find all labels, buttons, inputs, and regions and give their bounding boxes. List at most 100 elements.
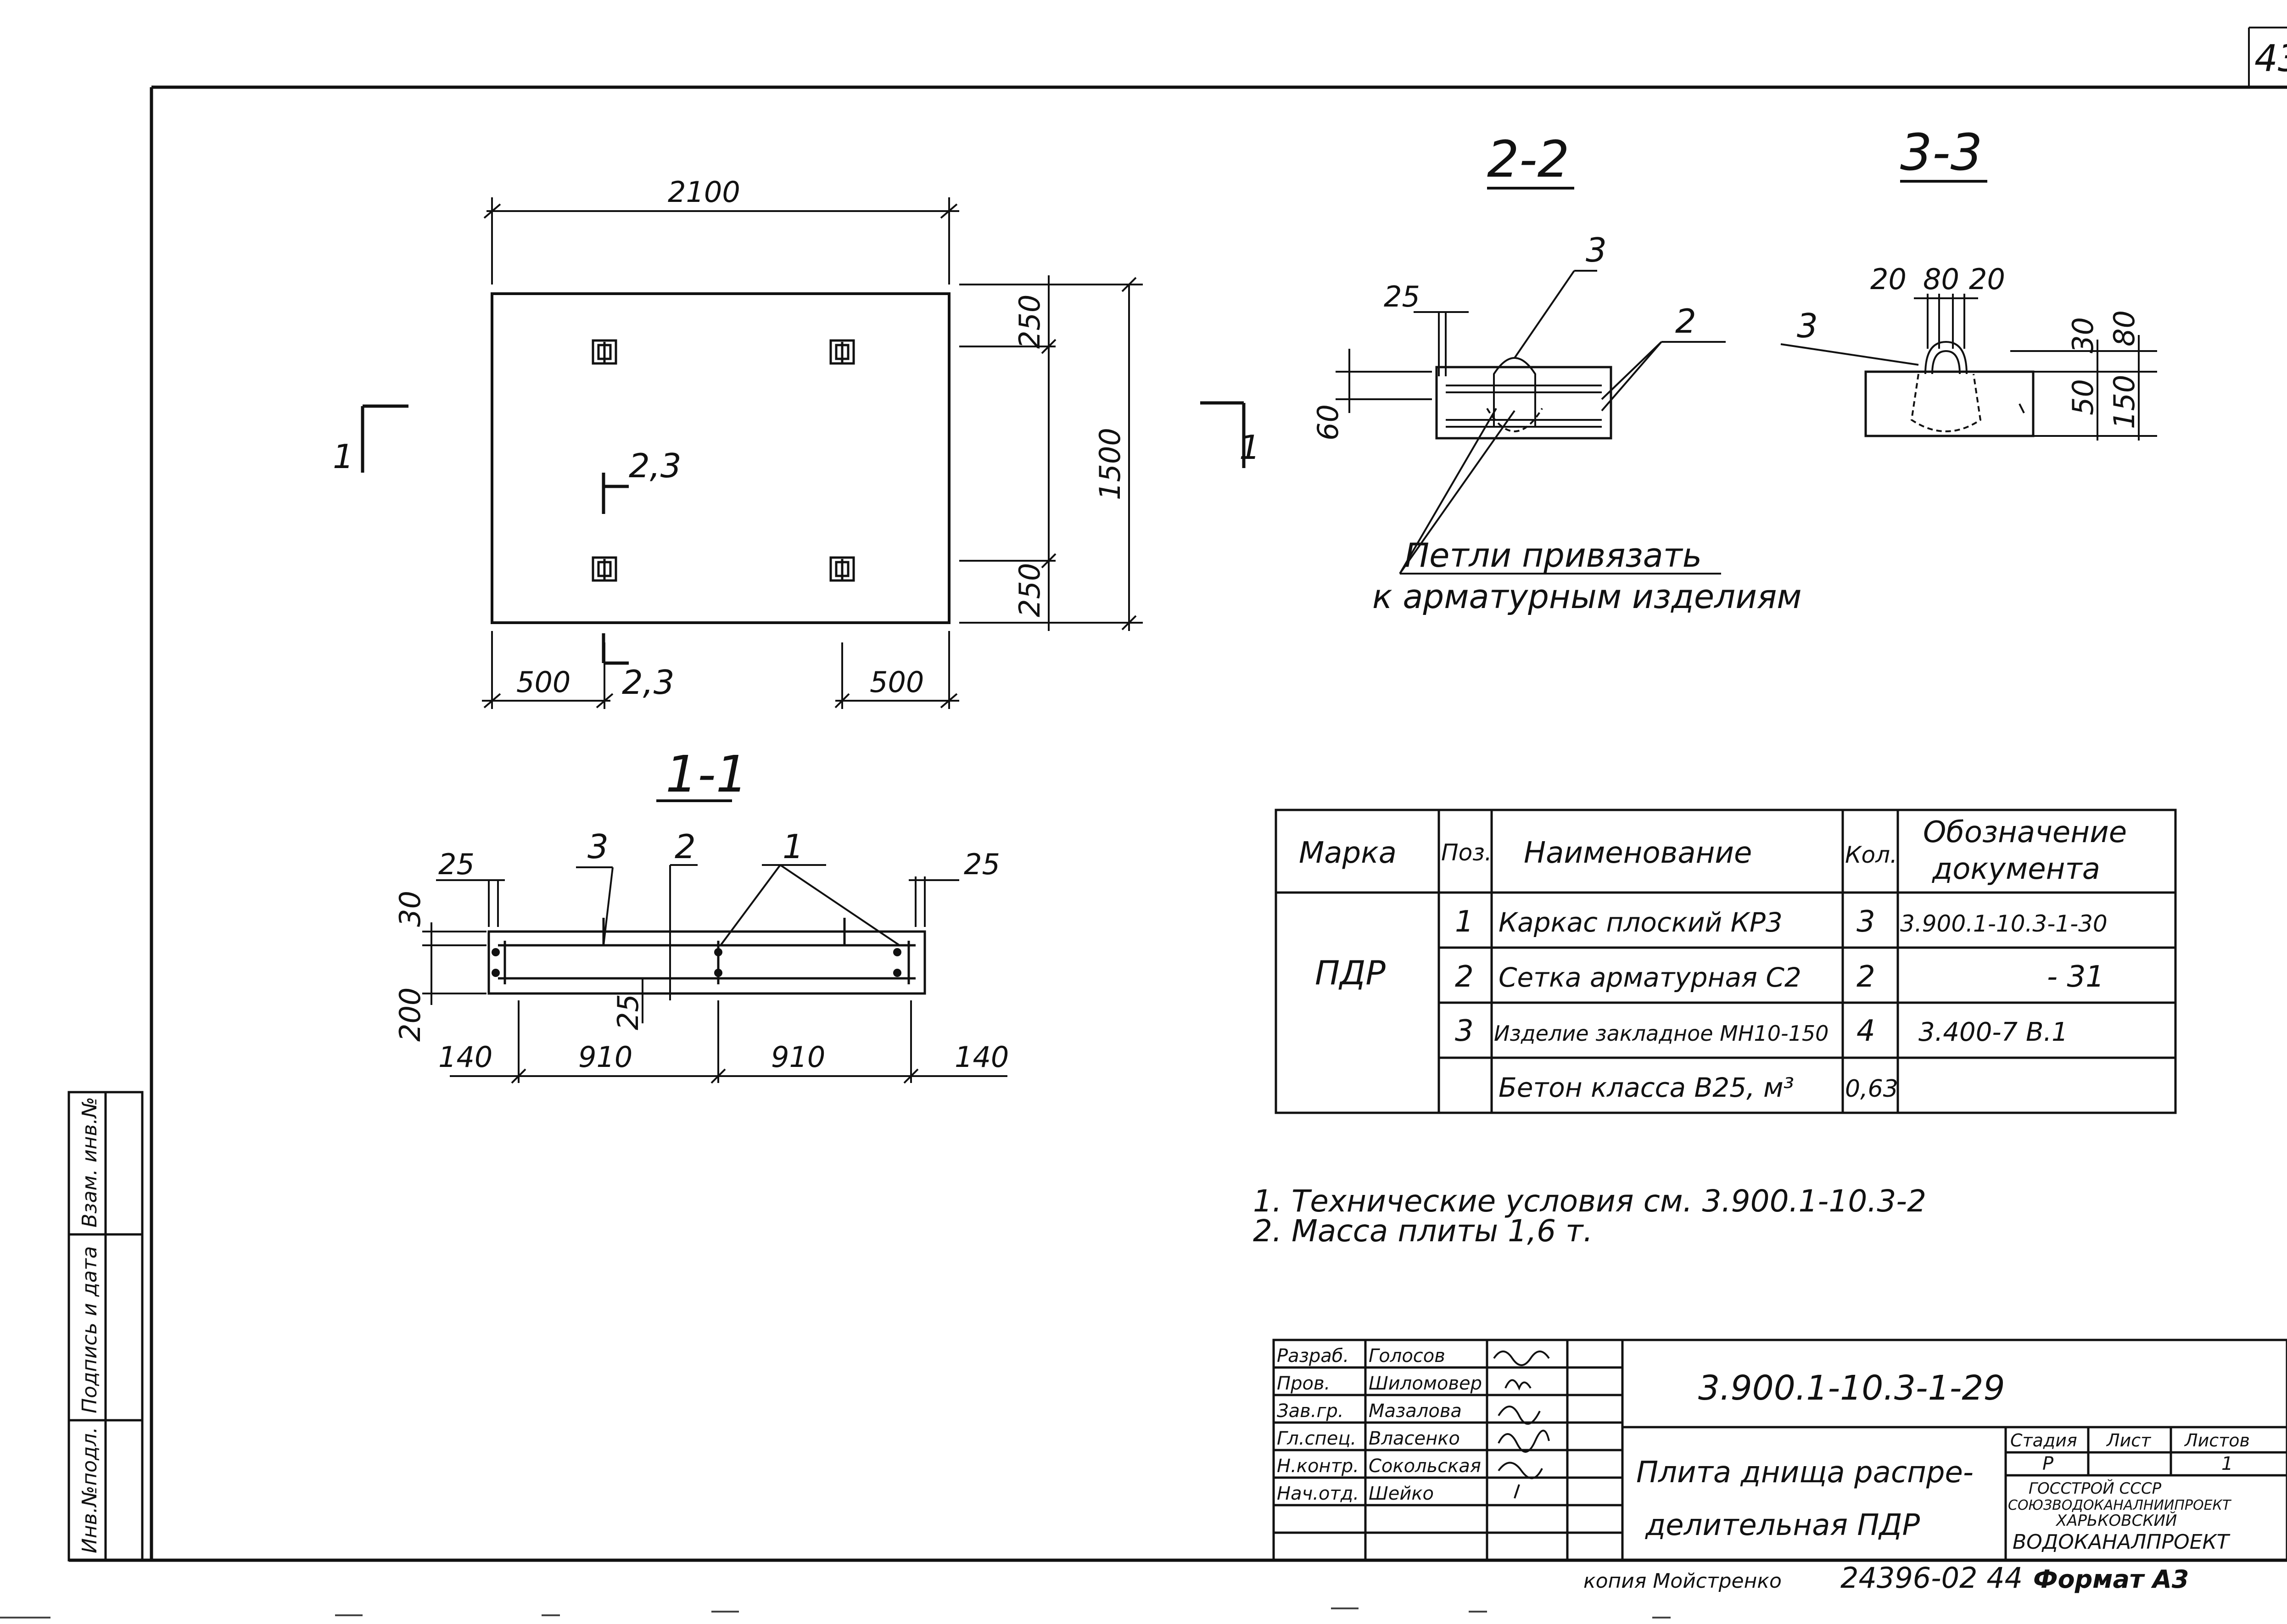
row1-qty: 3 <box>1856 905 1875 939</box>
scan-edge-marks <box>0 1607 1671 1618</box>
footer-copy: копия Мойстренко <box>1583 1569 1782 1593</box>
s22-dim-60: 60 <box>1311 404 1345 441</box>
title-block <box>1272 1339 2287 1562</box>
s33-dim-20b: 20 <box>1969 262 2005 296</box>
s11-dim-25-right: 25 <box>964 848 1000 881</box>
tb-stage-label: Стадия <box>2010 1430 2077 1451</box>
footer-copy-number: 24396-02 44 <box>1840 1561 2023 1595</box>
section-33-title: 3-3 <box>1900 123 1983 182</box>
th-doc-2: документа <box>1932 852 2100 886</box>
th-qty: Кол. <box>1845 842 1897 868</box>
row3-doc: 3.400-7 В.1 <box>1918 1017 2068 1047</box>
tb-stage-value: Р <box>2042 1453 2054 1474</box>
tb-org-1: ГОССТРОЙ СССР <box>2029 1479 2162 1498</box>
section-22-title: 2-2 <box>1487 130 1570 189</box>
dim-height: 1500 <box>1093 428 1127 500</box>
section-2-2: 2-2 25 60 3 2 Петли привязать к арматурн… <box>1311 130 1802 616</box>
tb-name-2: Шиломовер <box>1369 1373 1482 1394</box>
s22-note-line1: Петли привязать <box>1404 536 1702 575</box>
tb-role-3: Зав.гр. <box>1277 1401 1344 1422</box>
s33-dim-150: 150 <box>2108 375 2141 429</box>
s11-dim-200: 200 <box>393 988 427 1042</box>
cut-mark-right: 1 <box>1239 428 1260 467</box>
s11-pos-2: 2 <box>675 827 696 866</box>
s33-dim-80: 80 <box>1923 262 1959 296</box>
stamp-inv: Инв.№подл. <box>78 1427 101 1553</box>
note-1: 1. Технические условия см. 3.900.1-10.3-… <box>1253 1183 1926 1219</box>
tb-name-5: Сокольская <box>1369 1456 1481 1477</box>
s11-dim-30: 30 <box>393 891 427 927</box>
s11-dim-25-mid: 25 <box>611 994 645 1030</box>
cut-23-bottom: 2,3 <box>622 663 675 702</box>
dim-edge-bottom: 250 <box>1013 563 1046 617</box>
s11-dim-25-left: 25 <box>438 848 475 881</box>
s22-pos-3: 3 <box>1586 231 1607 269</box>
section-1-1: 1-1 <box>393 745 1009 1084</box>
s33-dim-20a: 20 <box>1870 262 1907 296</box>
row3-name: Изделие закладное МН10-150 <box>1494 1021 1828 1046</box>
row2-pos: 2 <box>1455 960 1474 994</box>
row1-doc: 3.900.1-10.3-1-30 <box>1900 910 2108 937</box>
s11-dim-910-a: 910 <box>578 1040 632 1074</box>
row2-qty: 2 <box>1856 960 1875 994</box>
dim-edge-left: 500 <box>516 665 570 699</box>
section-11-title: 1-1 <box>665 745 748 804</box>
row3-pos: 3 <box>1455 1014 1474 1048</box>
tb-name-1: Голосов <box>1369 1345 1445 1367</box>
tb-name-4: Власенко <box>1369 1428 1460 1449</box>
footer-format: Формат А3 <box>2033 1565 2189 1594</box>
row4-qty: 0,63 <box>1845 1075 1898 1103</box>
dim-edge-right: 500 <box>870 665 924 699</box>
tb-title-line1: Плита днища распре- <box>1636 1456 1974 1490</box>
rebar-dots <box>492 948 901 977</box>
th-pos: Поз. <box>1441 839 1492 866</box>
row2-doc: - 31 <box>2047 960 2104 994</box>
tb-name-3: Мазалова <box>1369 1401 1462 1422</box>
tb-org-4: ВОДОКАНАЛПРОЕКТ <box>2013 1530 2231 1554</box>
tb-role-6: Нач.отд. <box>1277 1483 1359 1504</box>
tb-role-2: Пров. <box>1277 1373 1330 1394</box>
spec-table: Марка Поз. Наименование Кол. Обозначение… <box>1275 809 2177 1114</box>
notes: 1. Технические условия см. 3.900.1-10.3-… <box>1253 1183 1926 1249</box>
th-doc-1: Обозначение <box>1923 815 2127 849</box>
tb-org-2: СОЮЗВОДОКАНАЛНИИПРОЕКТ <box>2008 1497 2232 1513</box>
tb-role-4: Гл.спец. <box>1277 1428 1356 1449</box>
tb-role-1: Разраб. <box>1277 1345 1349 1367</box>
tb-sheets-value: 1 <box>2221 1453 2233 1474</box>
s11-dim-140-left: 140 <box>438 1040 492 1074</box>
signature-marks <box>1493 1351 1550 1499</box>
row3-qty: 4 <box>1856 1014 1875 1048</box>
tb-sheet-label: Лист <box>2106 1430 2152 1451</box>
row2-name: Сетка арматурная С2 <box>1499 962 1801 993</box>
s11-dim-140-right: 140 <box>955 1040 1009 1074</box>
page-number: 43 <box>2254 37 2287 80</box>
cut-mark-left: 1 <box>333 437 354 476</box>
s33-dim-50: 50 <box>2066 379 2100 415</box>
stamp-sign: Подпись и дата <box>78 1246 101 1413</box>
row4-name: Бетон класса В25, м³ <box>1499 1072 1794 1103</box>
note-2: 2. Масса плиты 1,6 т. <box>1253 1213 1593 1249</box>
s22-dim-25: 25 <box>1384 280 1420 313</box>
dim-width: 2100 <box>668 175 740 209</box>
tb-code: 3.900.1-10.3-1-29 <box>1698 1368 2005 1408</box>
tb-name-6: Шейко <box>1369 1483 1434 1504</box>
s33-dim-30: 30 <box>2066 317 2100 353</box>
th-name: Наименование <box>1524 836 1752 870</box>
tb-title-line2: делительная ПДР <box>1645 1508 1920 1542</box>
s11-dim-910-b: 910 <box>771 1040 825 1074</box>
cut-23-top: 2,3 <box>629 446 682 485</box>
dim-edge-top: 250 <box>1013 295 1046 349</box>
tb-role-5: Н.контр. <box>1277 1456 1359 1477</box>
s11-pos-3: 3 <box>587 827 609 866</box>
side-stamp <box>67 1091 144 1562</box>
tb-org-3: ХАРЬКОВСКИЙ <box>2055 1511 2177 1530</box>
row1-name: Каркас плоский КР3 <box>1499 907 1783 938</box>
s22-pos-2: 2 <box>1675 302 1696 340</box>
s22-note-line2: к арматурным изделиям <box>1372 577 1802 616</box>
stamp-replace: Взам. инв.№ <box>78 1097 101 1228</box>
th-mark: Марка <box>1299 836 1397 870</box>
plan-view: 2100 1500 250 250 500 500 1 1 2,3 2,3 <box>333 175 1260 709</box>
embedded-part-icon <box>592 339 855 582</box>
s33-pos-3: 3 <box>1797 307 1818 345</box>
